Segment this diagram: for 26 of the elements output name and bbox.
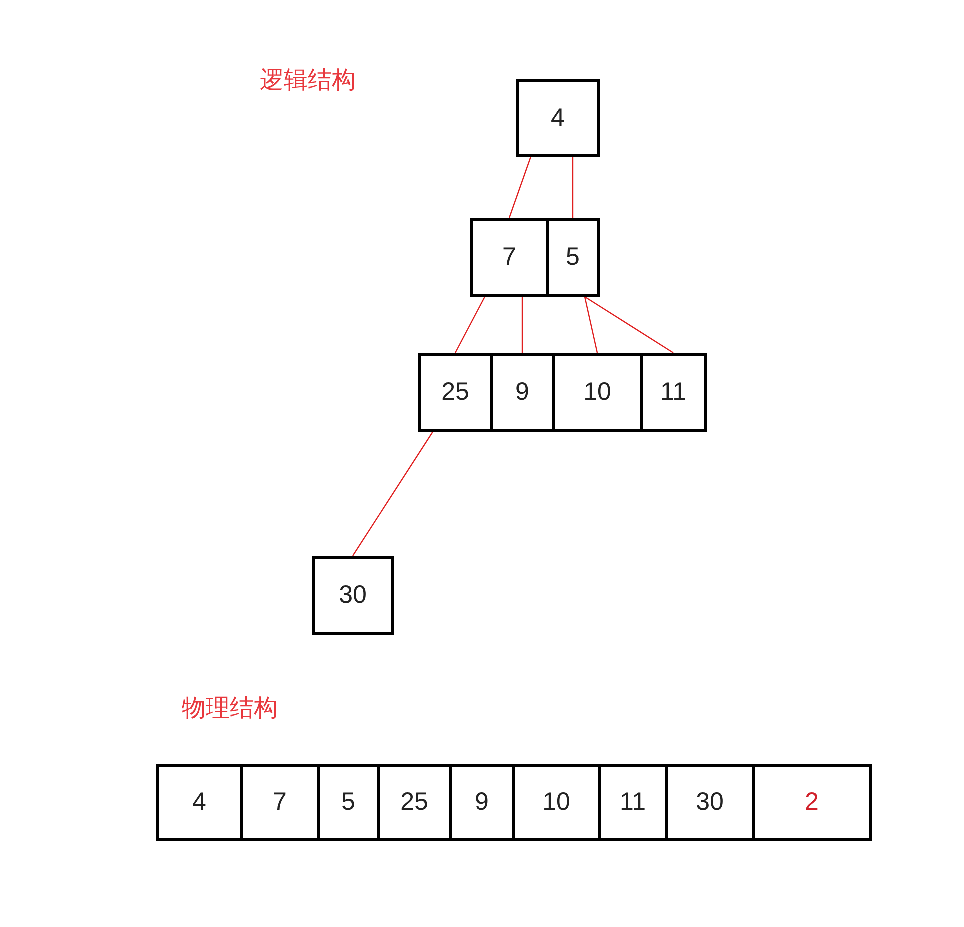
tree-node-box: 25: [418, 353, 493, 432]
array-cell: 5: [317, 764, 380, 841]
connector-line: [508, 156, 532, 218]
connector-line: [522, 297, 524, 353]
tree-node-box: 4: [516, 79, 600, 157]
array-cell: 30: [665, 764, 755, 841]
connector-line: [584, 296, 598, 354]
array-cell: 4: [156, 764, 243, 841]
array-cell: 10: [512, 764, 601, 841]
array-cell: 7: [240, 764, 320, 841]
connector-line: [584, 296, 674, 354]
tree-node-box: 10: [552, 353, 643, 432]
array-cell: 2: [752, 764, 872, 841]
array-cell: 25: [377, 764, 452, 841]
connector-line: [572, 157, 574, 218]
tree-node-box: 9: [490, 353, 555, 432]
tree-node-box: 5: [546, 218, 600, 297]
tree-node-box: 30: [312, 556, 394, 635]
section-heading: 逻辑结构: [260, 65, 356, 96]
tree-node-box: 7: [470, 218, 549, 297]
array-cell: 9: [449, 764, 515, 841]
connector-line: [352, 432, 434, 556]
tree-node-box: 11: [640, 353, 707, 432]
connector-line: [454, 296, 486, 354]
section-heading: 物理结构: [182, 693, 278, 724]
array-cell: 11: [598, 764, 668, 841]
